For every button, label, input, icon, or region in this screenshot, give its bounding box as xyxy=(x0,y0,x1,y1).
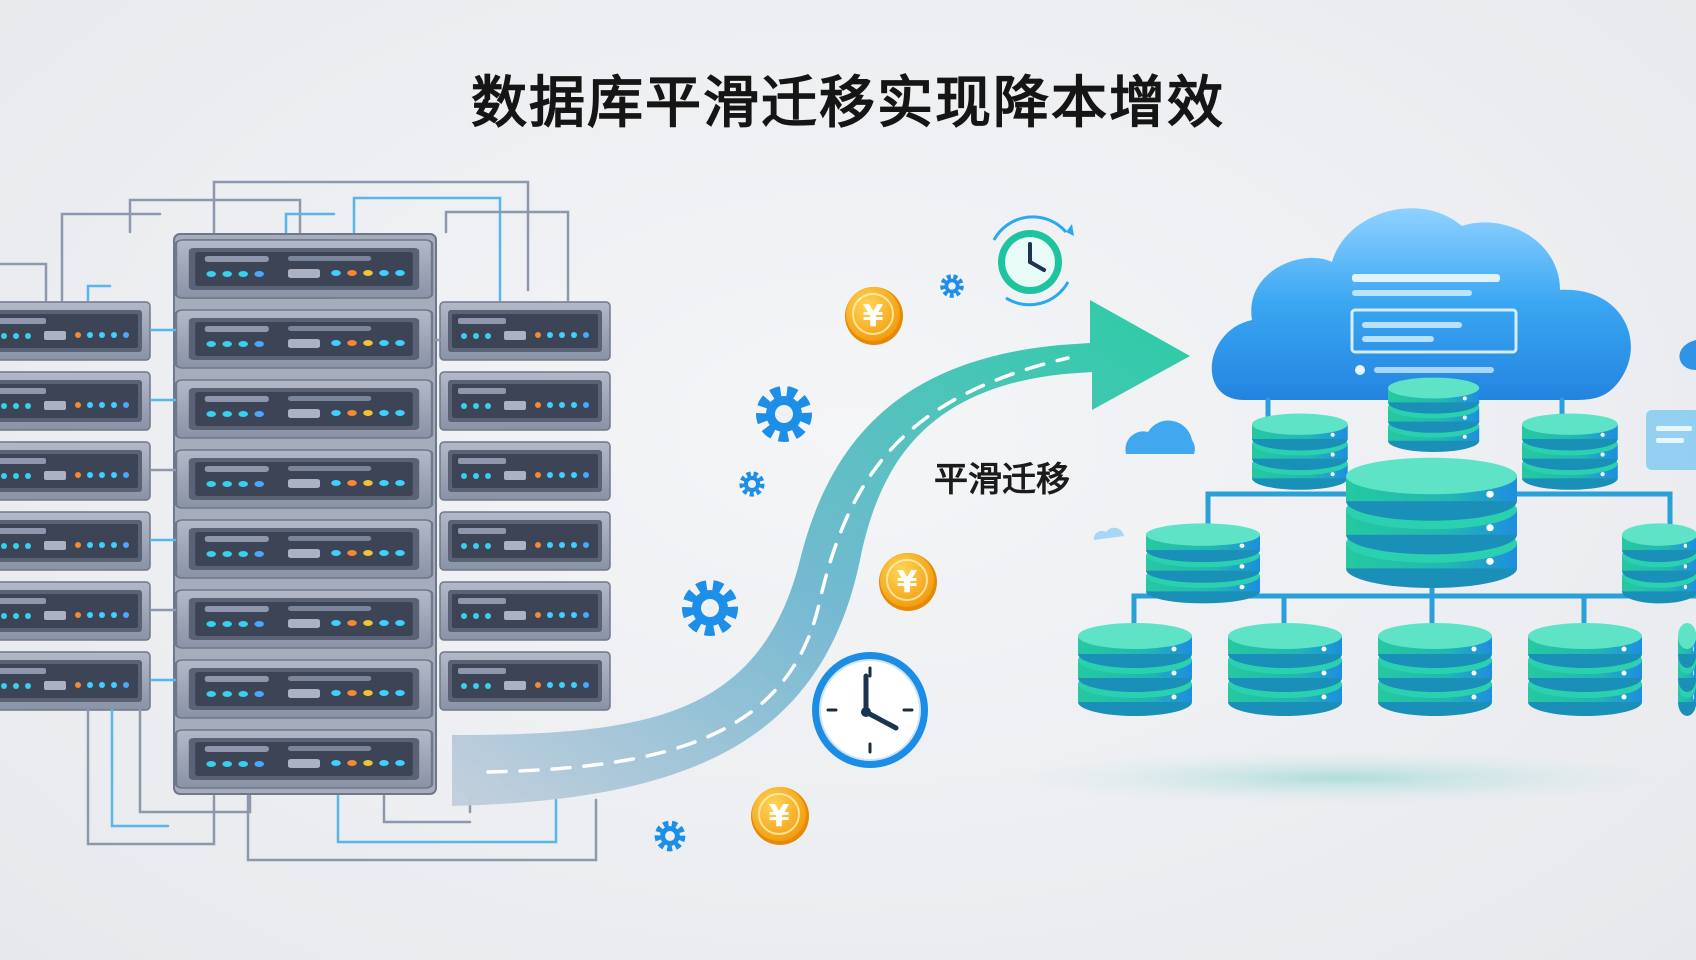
database-icon xyxy=(1522,413,1618,490)
migration-arrow xyxy=(452,300,1190,806)
database-icon xyxy=(1528,623,1642,716)
svg-text:¥: ¥ xyxy=(769,799,790,834)
legacy-server-cluster xyxy=(0,180,611,862)
gear-icon xyxy=(943,277,961,295)
coin-yuan-icon: ¥ xyxy=(750,786,810,846)
gear-icon xyxy=(658,824,682,848)
migration-label: 平滑迁移 xyxy=(934,460,1070,500)
database-icon xyxy=(1622,523,1696,604)
cloud-icon xyxy=(1093,420,1195,540)
svg-text:¥: ¥ xyxy=(897,565,918,600)
gear-icon xyxy=(688,586,732,630)
clock-icon xyxy=(812,652,928,768)
cloud-icon xyxy=(1211,208,1696,400)
svg-text:¥: ¥ xyxy=(863,299,884,334)
database-icon xyxy=(1346,457,1517,588)
gear-icon xyxy=(742,474,762,494)
database-icon xyxy=(1146,523,1260,604)
database-icon xyxy=(1078,623,1192,716)
cloud-database-cluster xyxy=(1020,208,1696,804)
database-icon xyxy=(1678,623,1696,716)
database-icon xyxy=(1388,377,1480,452)
database-icon xyxy=(1252,413,1348,490)
gear-icon xyxy=(762,392,806,436)
clock-icon xyxy=(992,215,1074,307)
database-icon xyxy=(1378,623,1492,716)
coin-yuan-icon: ¥ xyxy=(878,552,938,612)
page-title: 数据库平滑迁移实现降本增效 xyxy=(471,71,1225,136)
coin-yuan-icon: ¥ xyxy=(844,286,904,346)
database-icon xyxy=(1228,623,1342,716)
